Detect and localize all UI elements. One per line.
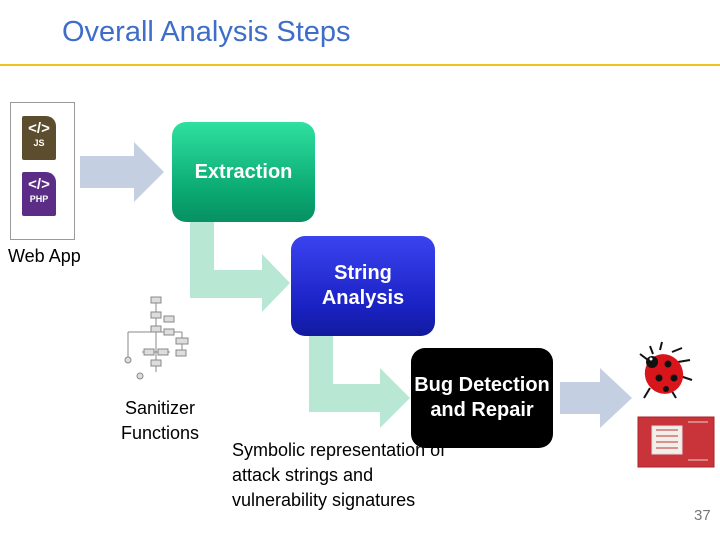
stage-extraction: Extraction: [172, 122, 315, 222]
slide-title: Overall Analysis Steps: [62, 16, 351, 48]
php-file-icon: </> PHP: [22, 172, 56, 216]
js-file-label: JS: [33, 138, 45, 148]
sanitizer-functions-label: Sanitizer Functions: [120, 398, 200, 443]
title-divider: [0, 64, 720, 66]
ladybug-icon: [639, 341, 693, 399]
stage-string-analysis: String Analysis: [291, 236, 435, 336]
stage-bug-detection-repair: Bug Detection and Repair: [411, 348, 553, 448]
arrow-string-analysis-to-bug-detection: [309, 336, 410, 428]
js-file-icon: </> JS: [22, 116, 56, 160]
php-file-label: PHP: [29, 194, 49, 204]
symbolic-representation-note: Symbolic representation of attack string…: [232, 440, 446, 510]
arrow-input-to-extraction: [80, 142, 164, 202]
web-app-label: Web App: [8, 246, 81, 266]
page-number: 37: [694, 507, 711, 524]
arrow-extraction-to-string-analysis: [190, 222, 290, 312]
flowchart-graph-icon: [124, 296, 189, 380]
patched-fabric-icon: [637, 416, 715, 468]
arrow-bug-detection-to-output: [560, 368, 632, 428]
